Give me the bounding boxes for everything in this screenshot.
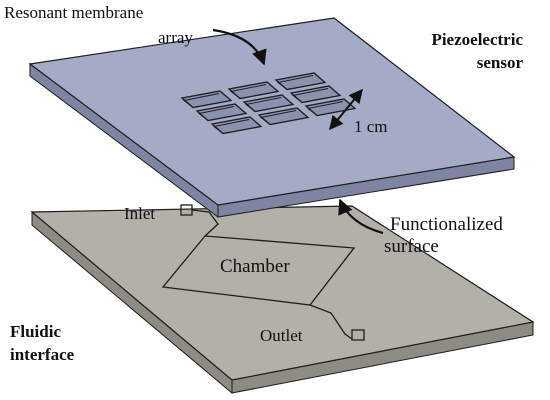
- piezoelectric-sensor-plate: [28, 17, 516, 218]
- functionalized-label-line2: surface: [384, 236, 439, 257]
- functionalized-surface-arrow: [338, 198, 384, 235]
- membrane-cell-recess: [259, 110, 297, 125]
- outlet-channel: [309, 304, 353, 340]
- membrane-cell-recess: [291, 88, 329, 103]
- fluidic-interface-plate: [30, 204, 535, 395]
- resonant-membrane-label-line2: array: [158, 28, 193, 47]
- resonant-membrane-label-line1: Resonant membrane: [4, 3, 143, 22]
- outlet-port: [351, 329, 365, 341]
- chamber-label: Chamber: [220, 256, 290, 277]
- piezoelectric-label-line1: Piezoelectric: [431, 30, 523, 49]
- membrane-cell-recess: [229, 84, 267, 99]
- sensor-plate-top: [28, 17, 516, 206]
- membrane-cell-recess: [244, 97, 282, 112]
- membrane-cell-recess: [212, 119, 250, 134]
- scale-arrow: [329, 88, 363, 131]
- membrane-cell-recess: [197, 106, 235, 121]
- membrane-cell-recess: [276, 75, 314, 90]
- fluidic-label-line2: interface: [10, 345, 75, 364]
- membrane-cell-recess: [182, 93, 220, 108]
- resonant-membrane-array: [180, 72, 357, 135]
- resonant-array-arrow: [212, 28, 267, 66]
- fluidic-channel: [161, 204, 365, 341]
- piezoelectric-label-line2: sensor: [477, 53, 524, 72]
- outlet-label: Outlet: [260, 326, 303, 345]
- inlet-channel: [191, 209, 219, 237]
- scale-label: 1 cm: [354, 117, 388, 136]
- fluidic-label-line1: Fluidic: [10, 322, 61, 341]
- inlet-label: Inlet: [124, 204, 155, 223]
- functionalized-label-line1: Functionalized: [390, 214, 503, 235]
